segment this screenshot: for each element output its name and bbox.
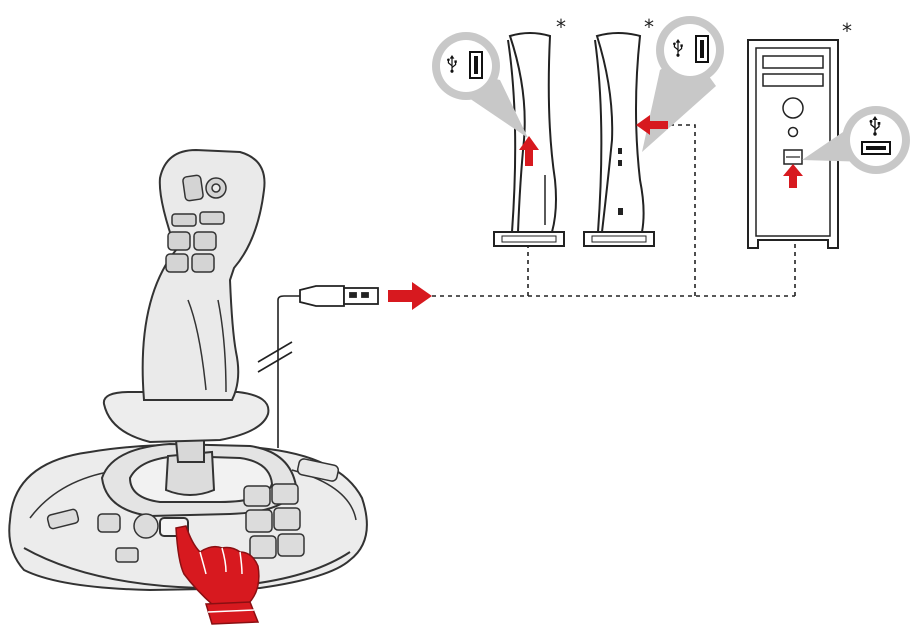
pc-reset-button [787,126,799,138]
console-2-asterisk: * [644,15,654,39]
joystick-head-buttons [165,174,227,273]
red-arrow-icon [388,282,432,310]
joystick-palm-rest [102,391,270,444]
console-1-side-curve [507,39,517,233]
pc-case [747,39,839,249]
desktop-pc-tower: * [747,19,852,249]
console-2-side-curve [594,39,603,233]
red-arrow-icon [783,164,803,188]
red-arrow-icon [519,136,539,166]
usb-cable [257,295,300,448]
pc-drive-bay-2 [762,73,824,87]
joystick-grip [141,148,266,401]
pc-asterisk: * [842,19,852,43]
console-2-body [595,32,645,233]
console-1-body [508,32,557,233]
console-1-asterisk: * [556,15,566,39]
usb-callout-console-2 [642,16,724,152]
red-arrow-icon [636,115,668,135]
base-right-button-grid [243,483,305,559]
pc-power-button [782,97,804,119]
pc-drive-bay-1 [762,55,824,69]
flight-joystick [8,148,368,592]
red-arrows [388,115,803,310]
branch-line-console-2 [650,124,696,296]
pointing-hand-icon [175,525,260,625]
usb-callout-console-1 [432,32,528,138]
base-left-buttons [46,458,340,563]
console-digital-edition: * [583,15,655,247]
usb-callout-pc [802,106,910,174]
usb-a-plug [299,285,379,307]
console-disc-edition: * [493,15,566,247]
